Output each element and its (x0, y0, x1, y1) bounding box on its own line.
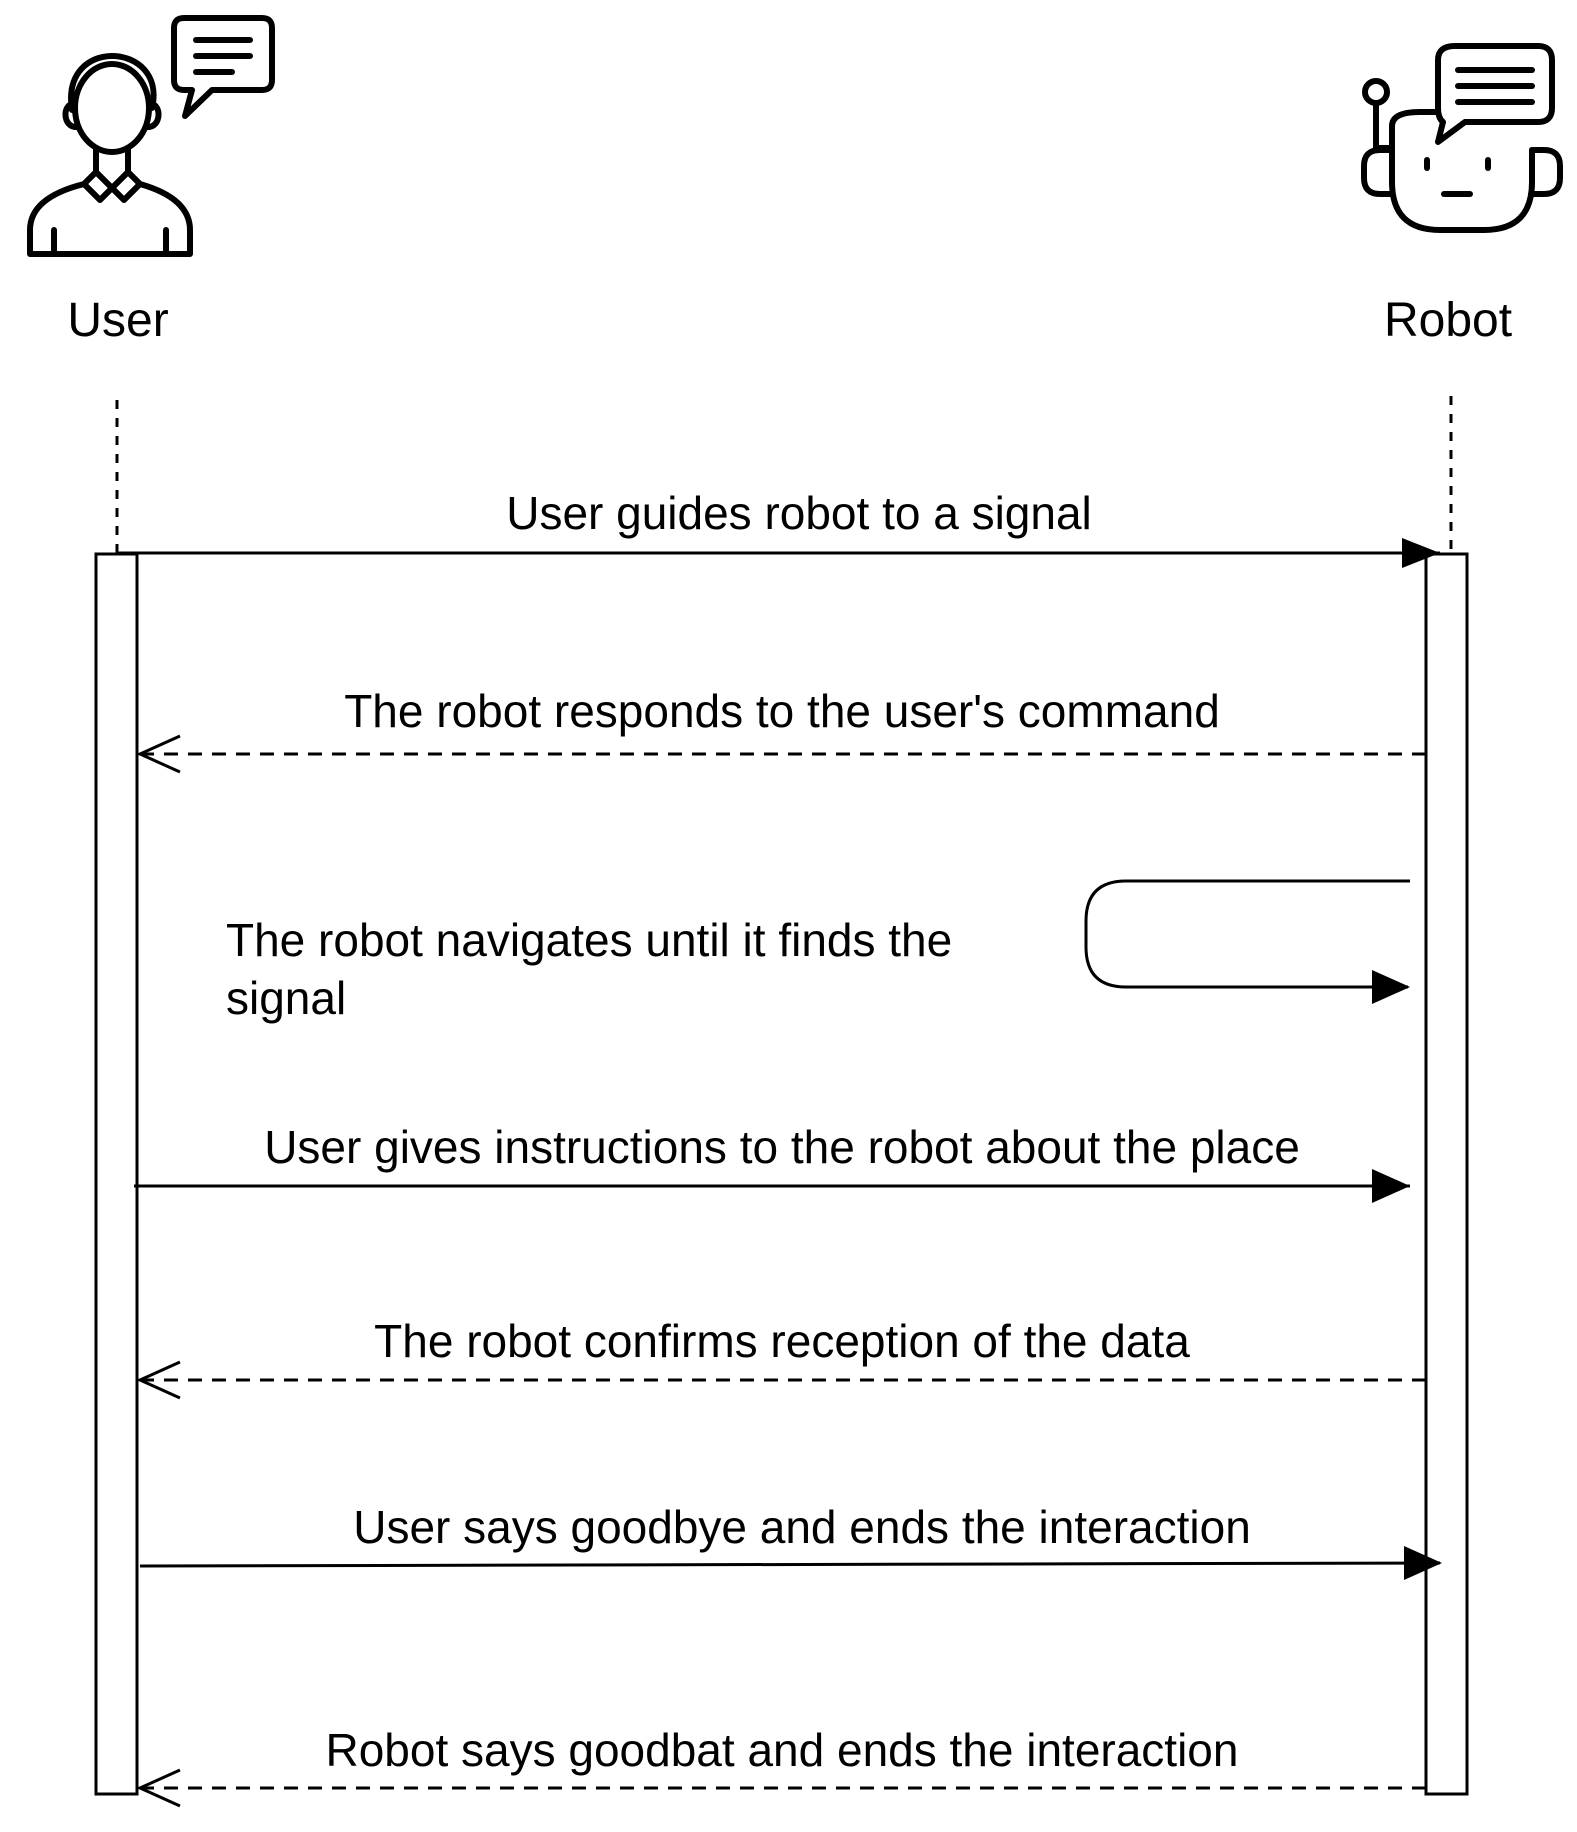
arrowhead (1404, 1546, 1442, 1580)
self-message-arrow (1084, 879, 1410, 989)
open-arrowhead (136, 1768, 181, 1808)
robot-chat-icon (1361, 43, 1563, 233)
actor-label-user: User (67, 294, 168, 347)
message-label: Robot says goodbat and ends the interact… (326, 1724, 1239, 1776)
arrowhead (1372, 1169, 1410, 1203)
message-label: signal (226, 972, 346, 1024)
message-label: User says goodbye and ends the interacti… (353, 1501, 1251, 1553)
user-activation-bar (94, 552, 139, 1796)
message-label: User gives instructions to the robot abo… (264, 1121, 1300, 1173)
message-label: The robot navigates until it finds the (226, 914, 952, 966)
open-arrowhead (136, 734, 181, 774)
message-arrow (139, 1561, 1441, 1568)
message-label: User guides robot to a signal (506, 487, 1092, 539)
actor-label-robot: Robot (1384, 294, 1512, 347)
robot-activation-bar (1424, 552, 1469, 1796)
message-label: The robot responds to the user's command (344, 685, 1220, 737)
message-label: The robot confirms reception of the data (374, 1315, 1190, 1367)
user-speaking-icon (27, 15, 275, 257)
open-arrowhead (136, 1360, 181, 1400)
arrowhead (1402, 538, 1440, 568)
arrowhead (1372, 970, 1410, 1004)
